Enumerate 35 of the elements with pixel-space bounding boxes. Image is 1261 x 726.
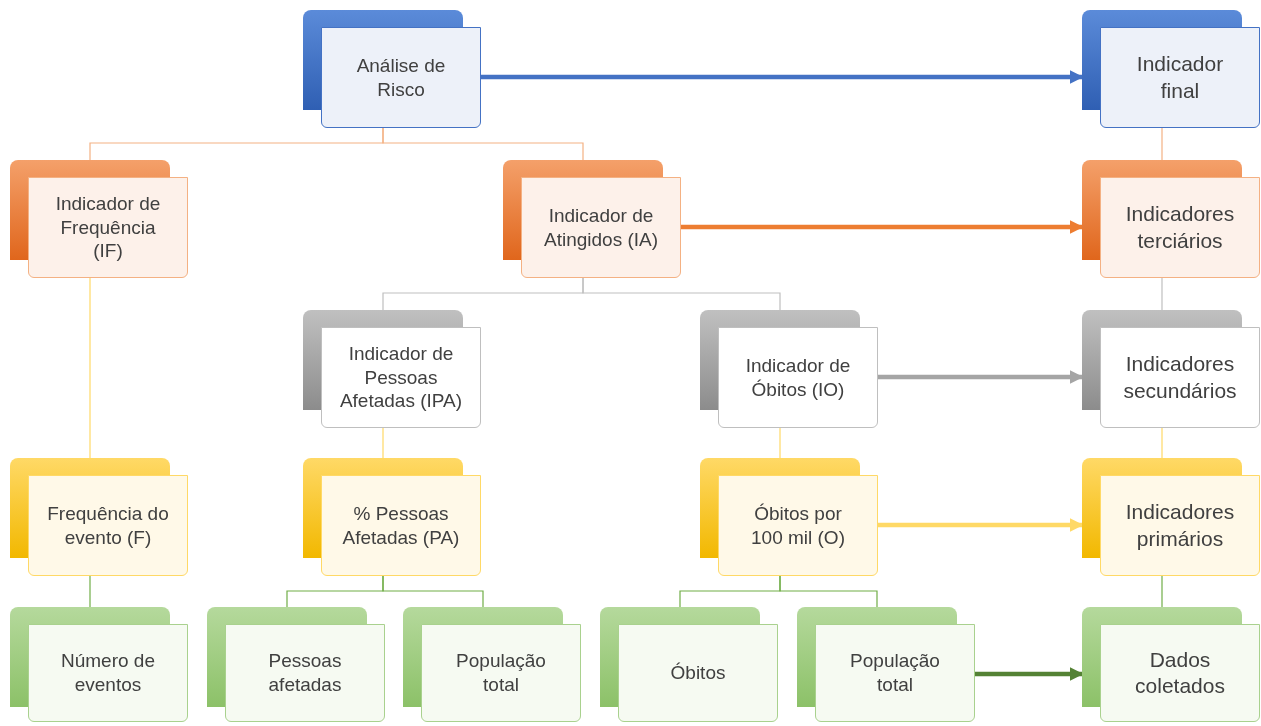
indicator-card: Indicador de Pessoas Afetadas (IPA) bbox=[321, 327, 481, 428]
indicator-card: Indicadores primários bbox=[1100, 475, 1260, 576]
indicator-card: População total bbox=[421, 624, 581, 722]
arrow bbox=[878, 370, 1084, 384]
connector-line bbox=[1161, 575, 1163, 608]
indicator-card: Indicador de Óbitos (IO) bbox=[718, 327, 878, 428]
connector-line bbox=[582, 277, 781, 311]
connector-line bbox=[779, 427, 781, 459]
arrow bbox=[481, 70, 1084, 84]
connector-line bbox=[382, 427, 384, 459]
indicator-card: Indicadores terciários bbox=[1100, 177, 1260, 278]
arrow bbox=[975, 667, 1084, 681]
indicator-card: Óbitos bbox=[618, 624, 778, 722]
indicator-card: % Pessoas Afetadas (PA) bbox=[321, 475, 481, 576]
indicator-card: Indicador de Frequência (IF) bbox=[28, 177, 188, 278]
connector-line bbox=[1161, 127, 1163, 161]
connector-line bbox=[382, 575, 484, 608]
indicator-card: Indicador de Atingidos (IA) bbox=[521, 177, 681, 278]
indicator-card: Indicador final bbox=[1100, 27, 1260, 128]
indicator-card: Óbitos por 100 mil (O) bbox=[718, 475, 878, 576]
connector-line bbox=[382, 127, 584, 161]
indicator-card: Análise de Risco bbox=[321, 27, 481, 128]
arrow bbox=[681, 220, 1084, 234]
indicator-card: Frequência do evento (F) bbox=[28, 475, 188, 576]
indicator-card: Dados coletados bbox=[1100, 624, 1260, 722]
connector-line bbox=[89, 575, 91, 608]
indicator-card: Pessoas afetadas bbox=[225, 624, 385, 722]
indicator-card: Número de eventos bbox=[28, 624, 188, 722]
indicator-card: Indicadores secundários bbox=[1100, 327, 1260, 428]
arrow bbox=[878, 518, 1084, 532]
connector-line bbox=[1161, 427, 1163, 459]
connector-line bbox=[1161, 277, 1163, 311]
indicator-card: População total bbox=[815, 624, 975, 722]
connector-line bbox=[89, 277, 91, 459]
connector-line bbox=[779, 575, 878, 608]
